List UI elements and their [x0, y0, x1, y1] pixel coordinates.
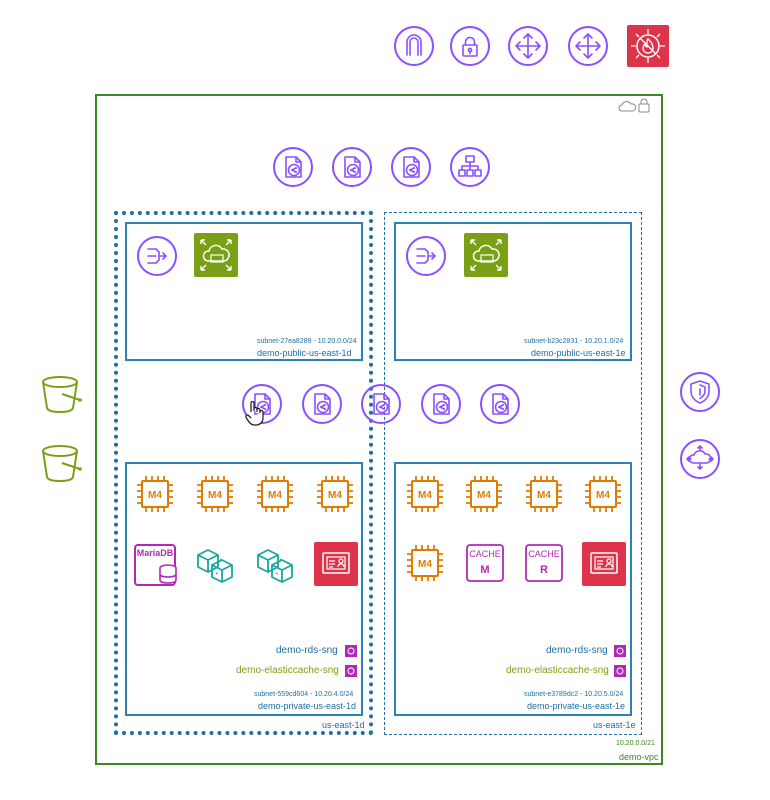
router-icon[interactable]: [567, 25, 609, 67]
cache-node-master-icon[interactable]: CACHE M: [464, 542, 508, 586]
svg-text:M4: M4: [328, 490, 342, 501]
cache-node-replica-icon[interactable]: CACHE R: [523, 542, 567, 586]
ec2-m4-instance-icon[interactable]: M4: [582, 473, 624, 515]
endpoint-document-icon[interactable]: [479, 383, 521, 425]
elasticache-subnet-group-name: demo-elasticcache-sng: [506, 665, 609, 676]
endpoint-document-icon[interactable]: [272, 146, 314, 188]
svg-text:R: R: [540, 564, 548, 576]
subnet-group-icon: [345, 665, 357, 677]
s3-bucket-icon[interactable]: [40, 440, 84, 484]
elastic-ip-cloud-icon[interactable]: [464, 233, 508, 277]
subnet-name: demo-private-us-east-1d: [258, 701, 357, 711]
s3-bucket-icon[interactable]: [40, 371, 84, 415]
subnet-name: demo-private-us-east-1e: [527, 701, 626, 711]
svg-text:M4: M4: [148, 490, 162, 501]
public-subnet-1d[interactable]: [125, 222, 363, 361]
elasticache-subnet-group-name: demo-elasticcache-sng: [236, 665, 339, 676]
vpc-cidr: 10.20.0.0/21: [616, 740, 655, 747]
nat-gateway-icon[interactable]: [136, 235, 178, 277]
subnet-id-cidr: subnet-559cd604 - 10.20.4.0/24: [254, 691, 354, 698]
vpn-gateway-icon[interactable]: [449, 25, 491, 67]
availability-zone-us-east-1d[interactable]: [114, 211, 373, 735]
identity-card-icon[interactable]: [314, 542, 358, 586]
ec2-m4-instance-icon[interactable]: M4: [254, 473, 296, 515]
endpoint-document-icon[interactable]: [331, 146, 373, 188]
elastic-ip-cloud-icon[interactable]: [194, 233, 238, 277]
subnet-group-icon: [345, 645, 357, 657]
firewall-icon[interactable]: [627, 25, 669, 67]
subnet-group-icon: [614, 665, 626, 677]
svg-text:M4: M4: [208, 490, 222, 501]
shield-icon[interactable]: [679, 371, 721, 413]
vpc-container[interactable]: [95, 94, 663, 765]
vpc-name: demo-vpc: [619, 752, 659, 762]
ec2-m4-instance-icon[interactable]: M4: [523, 473, 565, 515]
subnet-id-cidr: subnet-b23c2831 - 10.20.1.0/24: [524, 338, 624, 345]
load-balancer-icon[interactable]: [449, 146, 491, 188]
svg-text:MariaDB: MariaDB: [137, 548, 174, 558]
private-subnet-1d[interactable]: [125, 462, 363, 716]
ec2-m4-instance-icon[interactable]: M4: [463, 473, 505, 515]
public-subnet-1e[interactable]: [394, 222, 632, 361]
subnet-id-cidr: subnet-e3789dc2 - 10.20.5.0/24: [524, 691, 624, 698]
ec2-m4-instance-icon[interactable]: M4: [314, 473, 356, 515]
ec2-m4-instance-icon[interactable]: M4: [404, 542, 446, 584]
svg-text:CACHE: CACHE: [469, 549, 501, 559]
endpoint-document-icon[interactable]: [360, 383, 402, 425]
container-boxes-icon[interactable]: [254, 543, 296, 585]
ec2-m4-instance-icon[interactable]: M4: [404, 473, 446, 515]
router-icon[interactable]: [507, 25, 549, 67]
identity-card-icon[interactable]: [582, 542, 626, 586]
mariadb-icon[interactable]: MariaDB: [134, 543, 180, 587]
subnet-group-icon: [614, 645, 626, 657]
svg-text:M4: M4: [596, 490, 610, 501]
rds-subnet-group-name: demo-rds-sng: [276, 645, 338, 656]
svg-text:M4: M4: [268, 490, 282, 501]
svg-text:M4: M4: [477, 490, 491, 501]
svg-text:CACHE: CACHE: [528, 549, 560, 559]
svg-text:M4: M4: [537, 490, 551, 501]
rds-subnet-group-name: demo-rds-sng: [546, 645, 608, 656]
endpoint-document-icon[interactable]: [390, 146, 432, 188]
availability-zone-us-east-1e[interactable]: [384, 212, 642, 735]
az-label-1e: us-east-1e: [593, 720, 636, 730]
ec2-m4-instance-icon[interactable]: M4: [134, 473, 176, 515]
hand-cursor-icon: [244, 400, 266, 426]
internet-gateway-icon[interactable]: [393, 25, 435, 67]
cloud-lock-icon: [618, 98, 652, 114]
container-boxes-icon[interactable]: [194, 543, 236, 585]
subnet-name: demo-public-us-east-1e: [531, 348, 626, 358]
svg-text:M4: M4: [418, 559, 432, 570]
endpoint-document-icon[interactable]: [301, 383, 343, 425]
endpoint-document-icon[interactable]: [420, 383, 462, 425]
ec2-m4-instance-icon[interactable]: M4: [194, 473, 236, 515]
svg-text:M4: M4: [418, 490, 432, 501]
private-subnet-1e[interactable]: [394, 462, 632, 716]
subnet-id-cidr: subnet-27ea8289 - 10.20.0.0/24: [257, 338, 357, 345]
svg-text:M: M: [480, 564, 489, 576]
cloud-transfer-icon[interactable]: [679, 438, 721, 480]
nat-gateway-icon[interactable]: [405, 235, 447, 277]
subnet-name: demo-public-us-east-1d: [257, 348, 352, 358]
az-label-1d: us-east-1d: [322, 720, 365, 730]
